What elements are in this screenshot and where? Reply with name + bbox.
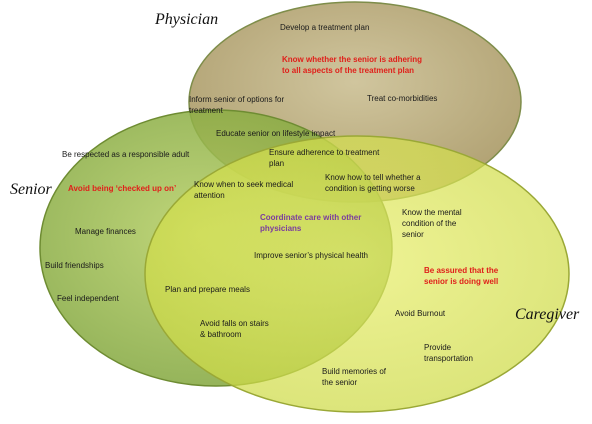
- item-line: Build memories of: [322, 367, 387, 376]
- item-know-condition-worse: Know how to tell whether a condition is g…: [325, 173, 421, 193]
- item-line: condition of the: [402, 219, 457, 228]
- item-line: Inform senior of options for: [189, 95, 284, 104]
- item-line: the senior: [322, 378, 357, 387]
- item-line: Know the mental: [402, 208, 462, 217]
- item-line: Know how to tell whether a: [325, 173, 421, 182]
- item-inform-options: Inform senior of options for treatment: [189, 95, 284, 115]
- item-line: Know whether the senior is adhering: [282, 55, 422, 64]
- item-line: to all aspects of the treatment plan: [282, 66, 414, 75]
- item-ensure-adherence: Ensure adherence to treatment plan: [269, 148, 380, 168]
- item-develop-treatment-plan: Develop a treatment plan: [280, 23, 369, 32]
- item-be-assured: Be assured that the senior is doing well: [424, 266, 499, 286]
- item-avoid-falls: Avoid falls on stairs & bathroom: [200, 319, 269, 339]
- item-avoid-burnout: Avoid Burnout: [395, 309, 446, 318]
- item-line: senior: [402, 230, 424, 239]
- item-line: Plan and prepare meals: [165, 285, 250, 294]
- item-line: Avoid being ‘checked up on’: [68, 184, 176, 193]
- physician-label: Physician: [154, 11, 218, 28]
- item-line: attention: [194, 191, 225, 200]
- item-educate-lifestyle: Educate senior on lifestyle impact: [216, 129, 336, 138]
- item-line: Avoid falls on stairs: [200, 319, 269, 328]
- item-line: senior is doing well: [424, 277, 498, 286]
- item-treat-comorbidities: Treat co-morbidities: [367, 94, 437, 103]
- item-line: physicians: [260, 224, 302, 233]
- item-line: transportation: [424, 354, 473, 363]
- caregiver-circle: [144, 135, 570, 413]
- item-line: Build friendships: [45, 261, 104, 270]
- item-line: Know when to seek medical: [194, 180, 293, 189]
- item-plan-meals: Plan and prepare meals: [165, 285, 250, 294]
- item-line: condition is getting worse: [325, 184, 415, 193]
- senior-label: Senior: [10, 181, 53, 198]
- item-feel-independent: Feel independent: [57, 294, 120, 303]
- item-line: Be assured that the: [424, 266, 499, 275]
- item-line: Treat co-morbidities: [367, 94, 437, 103]
- caregiver-label: Caregiver: [515, 306, 580, 323]
- item-know-mental-condition: Know the mental condition of the senior: [402, 208, 462, 239]
- item-line: plan: [269, 159, 284, 168]
- item-line: Manage finances: [75, 227, 136, 236]
- item-provide-transportation: Provide transportation: [424, 343, 473, 363]
- item-line: Ensure adherence to treatment: [269, 148, 380, 157]
- item-manage-finances: Manage finances: [75, 227, 136, 236]
- item-line: Provide: [424, 343, 452, 352]
- item-know-seek-attention: Know when to seek medical attention: [194, 180, 293, 200]
- item-line: Develop a treatment plan: [280, 23, 369, 32]
- item-improve-health: Improve senior’s physical health: [254, 251, 368, 260]
- item-know-adherence-physician: Know whether the senior is adhering to al…: [282, 55, 422, 75]
- item-line: Coordinate care with other: [260, 213, 361, 222]
- item-line: Be respected as a responsible adult: [62, 150, 190, 159]
- item-line: Educate senior on lifestyle impact: [216, 129, 336, 138]
- item-avoid-checked-up: Avoid being ‘checked up on’: [68, 184, 176, 193]
- item-line: Improve senior’s physical health: [254, 251, 368, 260]
- item-line: Feel independent: [57, 294, 120, 303]
- item-coordinate-care: Coordinate care with other physicians: [260, 213, 361, 233]
- item-line: treatment: [189, 106, 224, 115]
- item-line: Avoid Burnout: [395, 309, 446, 318]
- item-line: & bathroom: [200, 330, 242, 339]
- item-build-memories: Build memories of the senior: [322, 367, 387, 387]
- item-be-respected: Be respected as a responsible adult: [62, 150, 190, 159]
- item-build-friendships: Build friendships: [45, 261, 104, 270]
